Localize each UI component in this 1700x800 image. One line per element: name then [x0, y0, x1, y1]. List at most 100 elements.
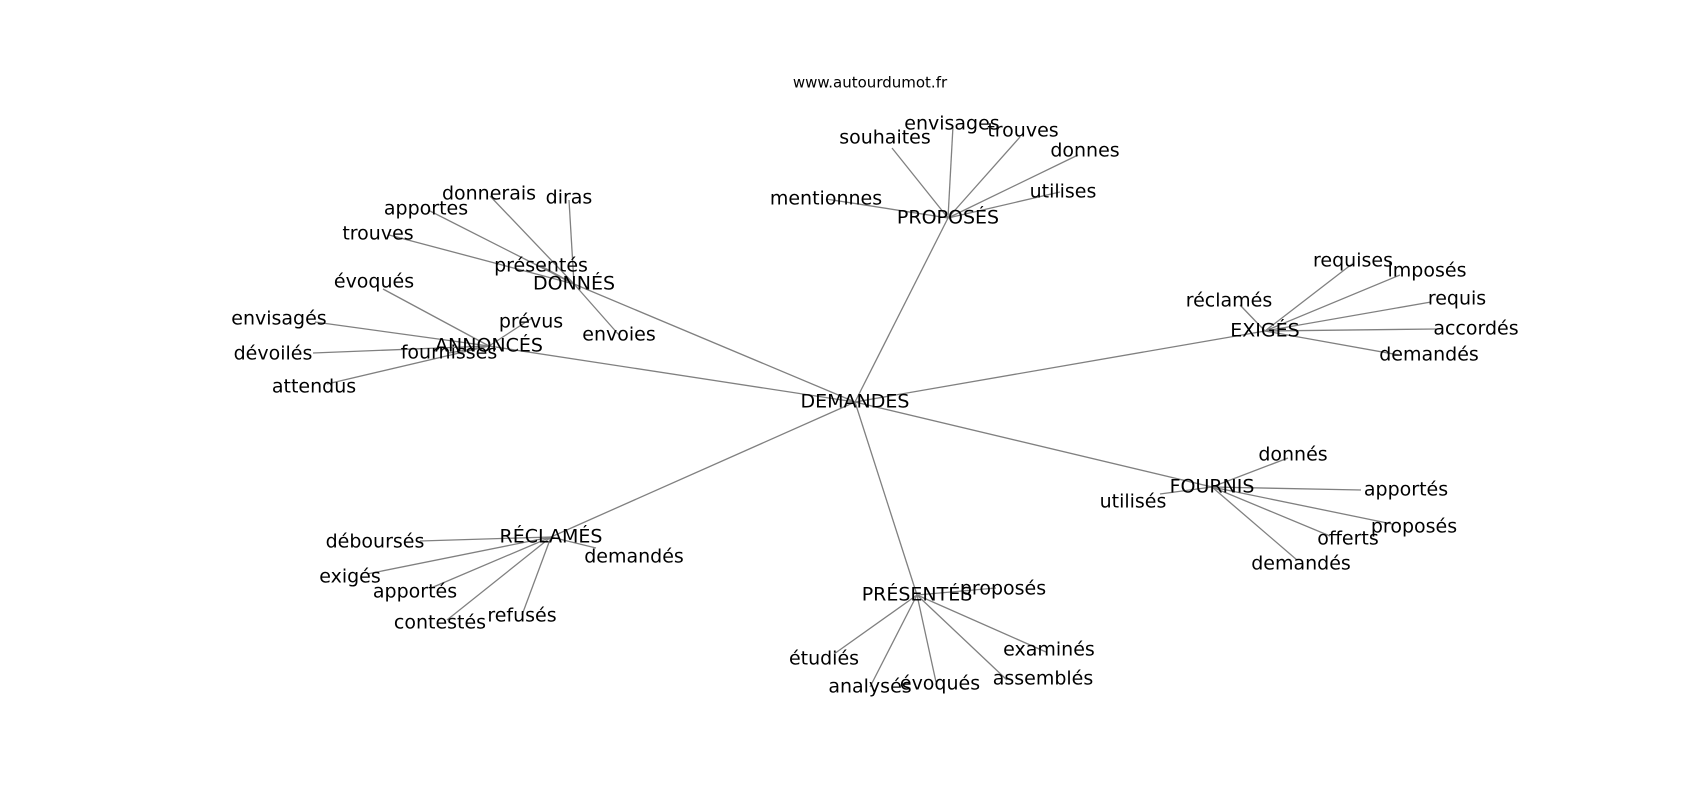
node-hub-donnes[interactable]: DONNÉS [533, 272, 615, 295]
edge-annonces-leaf [382, 288, 490, 347]
node-leaf[interactable]: évoqués [900, 673, 980, 695]
node-leaf[interactable]: réclamés [1186, 290, 1273, 312]
edge-center-donnes [573, 283, 856, 403]
edge-proposes-leaf [947, 125, 954, 219]
edge-fournis-leaf [1211, 486, 1331, 537]
node-leaf[interactable]: apportes [384, 198, 468, 220]
edge-proposes-leaf [825, 198, 949, 219]
node-hub-exiges[interactable]: EXIGÉS [1230, 319, 1299, 342]
node-leaf[interactable]: présentés [494, 255, 588, 277]
edge-reclames-leaf [446, 536, 552, 621]
edge-exiges-leaf [1264, 274, 1401, 332]
edge-center-annonces [488, 345, 856, 403]
node-leaf[interactable]: apportés [373, 581, 457, 603]
node-leaf[interactable]: requis [1428, 288, 1486, 310]
node-leaf[interactable]: imposés [1388, 260, 1467, 282]
node-leaf[interactable]: déboursés [326, 531, 425, 553]
node-leaf[interactable]: envoies [582, 324, 655, 346]
edge-presentes-leaf [833, 594, 918, 655]
edge-fournis-leaf [1211, 486, 1362, 491]
node-leaf[interactable]: demandés [584, 546, 684, 568]
edge-reclames-leaf [521, 536, 552, 616]
edge-reclames-leaf [430, 536, 552, 589]
edge-center-proposes [854, 217, 949, 403]
node-leaf[interactable]: prévus [499, 311, 563, 333]
node-leaf[interactable]: souhaites [839, 127, 931, 149]
edge-exiges-leaf [1264, 328, 1437, 332]
node-leaf[interactable]: donnes [1050, 140, 1119, 162]
edge-donnes-leaf [388, 234, 575, 285]
edge-fournis-leaf [1211, 486, 1298, 561]
edge-fournis-leaf [1159, 486, 1213, 495]
node-leaf[interactable]: analysés [828, 676, 911, 698]
node-leaf[interactable]: demandés [1251, 553, 1351, 575]
edge-center-exiges [854, 330, 1266, 403]
node-center[interactable]: DEMANDES [801, 391, 910, 413]
node-leaf[interactable]: diras [546, 187, 593, 209]
node-leaf[interactable]: dévoilés [234, 343, 313, 365]
edge-annonces-leaf [488, 317, 533, 347]
edge-fournis-leaf [1211, 457, 1289, 488]
node-leaf[interactable]: donnerais [442, 183, 536, 205]
node-hub-annonces[interactable]: ANNONCÉS [435, 334, 543, 357]
node-leaf[interactable]: évoqués [334, 271, 414, 293]
node-leaf[interactable]: proposés [960, 578, 1046, 600]
edge-annonces-leaf [312, 345, 490, 354]
edge-annonces-leaf [448, 345, 490, 354]
node-leaf[interactable]: proposés [1371, 516, 1457, 538]
node-leaf[interactable]: fournisses [401, 342, 498, 364]
edge-exiges-leaf [1264, 301, 1432, 332]
node-leaf[interactable]: contestés [394, 612, 486, 634]
node-leaf[interactable]: étudiés [789, 648, 859, 670]
node-leaf[interactable]: offerts [1317, 528, 1379, 550]
edge-proposes-leaf [891, 147, 949, 219]
node-leaf[interactable]: utilises [1030, 181, 1097, 203]
edge-donnes-leaf [540, 265, 575, 285]
node-leaf[interactable]: assemblés [993, 668, 1094, 690]
node-leaf[interactable]: envisages [904, 113, 999, 135]
edge-presentes-leaf [916, 594, 1008, 681]
node-hub-proposes[interactable]: PROPOSÉS [897, 206, 999, 229]
edge-proposes-leaf [947, 191, 1061, 219]
node-leaf[interactable]: attendus [272, 376, 356, 398]
node-hub-fournis[interactable]: FOURNIS [1170, 476, 1255, 498]
source-watermark: www.autourdumot.fr [793, 74, 948, 92]
edge-reclames-leaf [550, 536, 597, 549]
graph-edges [312, 125, 1437, 688]
edge-donnes-leaf [489, 195, 575, 285]
edge-center-fournis [854, 401, 1213, 488]
edge-fournis-leaf [1211, 486, 1393, 525]
node-leaf[interactable]: trouves [342, 223, 413, 245]
edge-reclames-leaf [419, 536, 552, 542]
node-leaf[interactable]: donnés [1258, 444, 1327, 466]
edge-exiges-leaf [1264, 263, 1353, 332]
node-leaf[interactable]: refusés [487, 605, 556, 627]
node-leaf[interactable]: demandés [1379, 344, 1479, 366]
edge-donnes-leaf [573, 283, 620, 336]
edge-presentes-leaf [916, 587, 997, 596]
edge-presentes-leaf [916, 594, 1047, 653]
edge-reclames-leaf [366, 536, 552, 575]
node-leaf[interactable]: envisagés [231, 308, 326, 330]
node-leaf[interactable]: accordés [1433, 318, 1518, 340]
edge-annonces-leaf [314, 321, 490, 347]
edge-presentes-leaf [869, 594, 918, 688]
node-hub-presentes[interactable]: PRÉSENTÉS [862, 583, 973, 606]
edge-donnes-leaf [427, 209, 575, 285]
node-leaf[interactable]: examinés [1003, 639, 1095, 661]
node-hub-reclames[interactable]: RÉCLAMÉS [500, 525, 603, 548]
node-leaf[interactable]: requises [1313, 250, 1393, 272]
node-leaf[interactable]: utilisés [1100, 491, 1167, 513]
node-leaf[interactable]: mentionnes [770, 188, 882, 210]
node-leaf[interactable]: exigés [319, 566, 381, 588]
edge-center-reclames [550, 401, 856, 538]
edge-proposes-leaf [947, 154, 1079, 219]
edge-donnes-leaf [568, 199, 575, 285]
node-leaf[interactable]: trouves [987, 120, 1058, 142]
edge-exiges-leaf [1239, 304, 1266, 332]
edge-proposes-leaf [947, 136, 1021, 219]
edge-exiges-leaf [1264, 330, 1400, 356]
edge-center-presentes [854, 401, 918, 596]
node-leaf[interactable]: apportés [1364, 479, 1448, 501]
